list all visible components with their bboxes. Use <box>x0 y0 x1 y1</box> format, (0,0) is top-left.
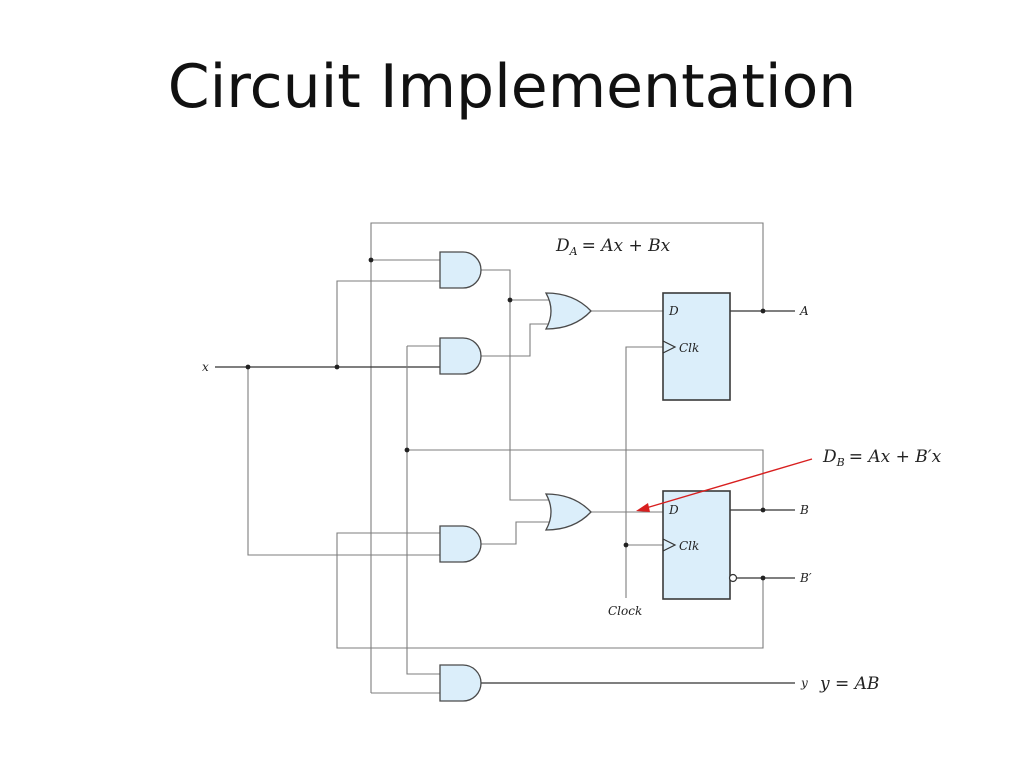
or-gate-1 <box>544 292 592 330</box>
junction-dot <box>760 507 766 513</box>
slide-title: Circuit Implementation <box>167 52 857 122</box>
or-gate-2 <box>544 493 592 531</box>
equation-da: DA= Ax + Bx <box>555 236 671 258</box>
wire-a-feedback <box>370 222 764 693</box>
equation-y: y = AB <box>819 674 879 694</box>
and-gate-3 <box>439 525 482 563</box>
output-y-label: y <box>800 676 808 690</box>
and-gate-1 <box>439 251 482 289</box>
wire-bbar-feedback <box>336 532 764 649</box>
output-a-label: A <box>799 304 809 318</box>
annotation-arrow <box>645 458 813 509</box>
clock-triangle-a <box>662 340 677 354</box>
inversion-bubble <box>728 573 738 583</box>
wire-x-to-and1 <box>336 280 440 367</box>
junction-dot <box>760 308 766 314</box>
junction-dot <box>404 447 410 453</box>
clock-label: Clock <box>608 604 642 618</box>
annotation-arrowhead <box>636 503 650 512</box>
and-gate-4 <box>439 664 482 702</box>
output-b-label: B <box>799 503 809 517</box>
wire-and2-out <box>481 323 551 357</box>
junction-dot <box>760 575 766 581</box>
junction-dot <box>245 364 251 370</box>
wire-and1-to-or2 <box>509 300 551 501</box>
junction-dot <box>368 257 374 263</box>
junction-dot <box>334 364 340 370</box>
wire-and3-out <box>481 521 551 545</box>
junction-dot <box>623 542 629 548</box>
wire-clock <box>625 346 663 598</box>
ffb-clk-label: Clk <box>679 539 699 553</box>
ffa-clk-label: Clk <box>679 341 699 355</box>
wire-and1-out <box>481 269 551 301</box>
and-gate-2 <box>439 337 482 375</box>
clock-triangle-b <box>662 538 677 552</box>
input-x-label: x <box>202 360 209 374</box>
ffa-d-label: D <box>668 304 679 318</box>
equation-db: DB= Ax + B′x <box>822 447 942 469</box>
junction-dot <box>507 297 513 303</box>
ffb-d-label: D <box>668 503 679 517</box>
wire-x-to-and3 <box>247 367 440 556</box>
output-bbar-label: B′ <box>799 571 812 585</box>
